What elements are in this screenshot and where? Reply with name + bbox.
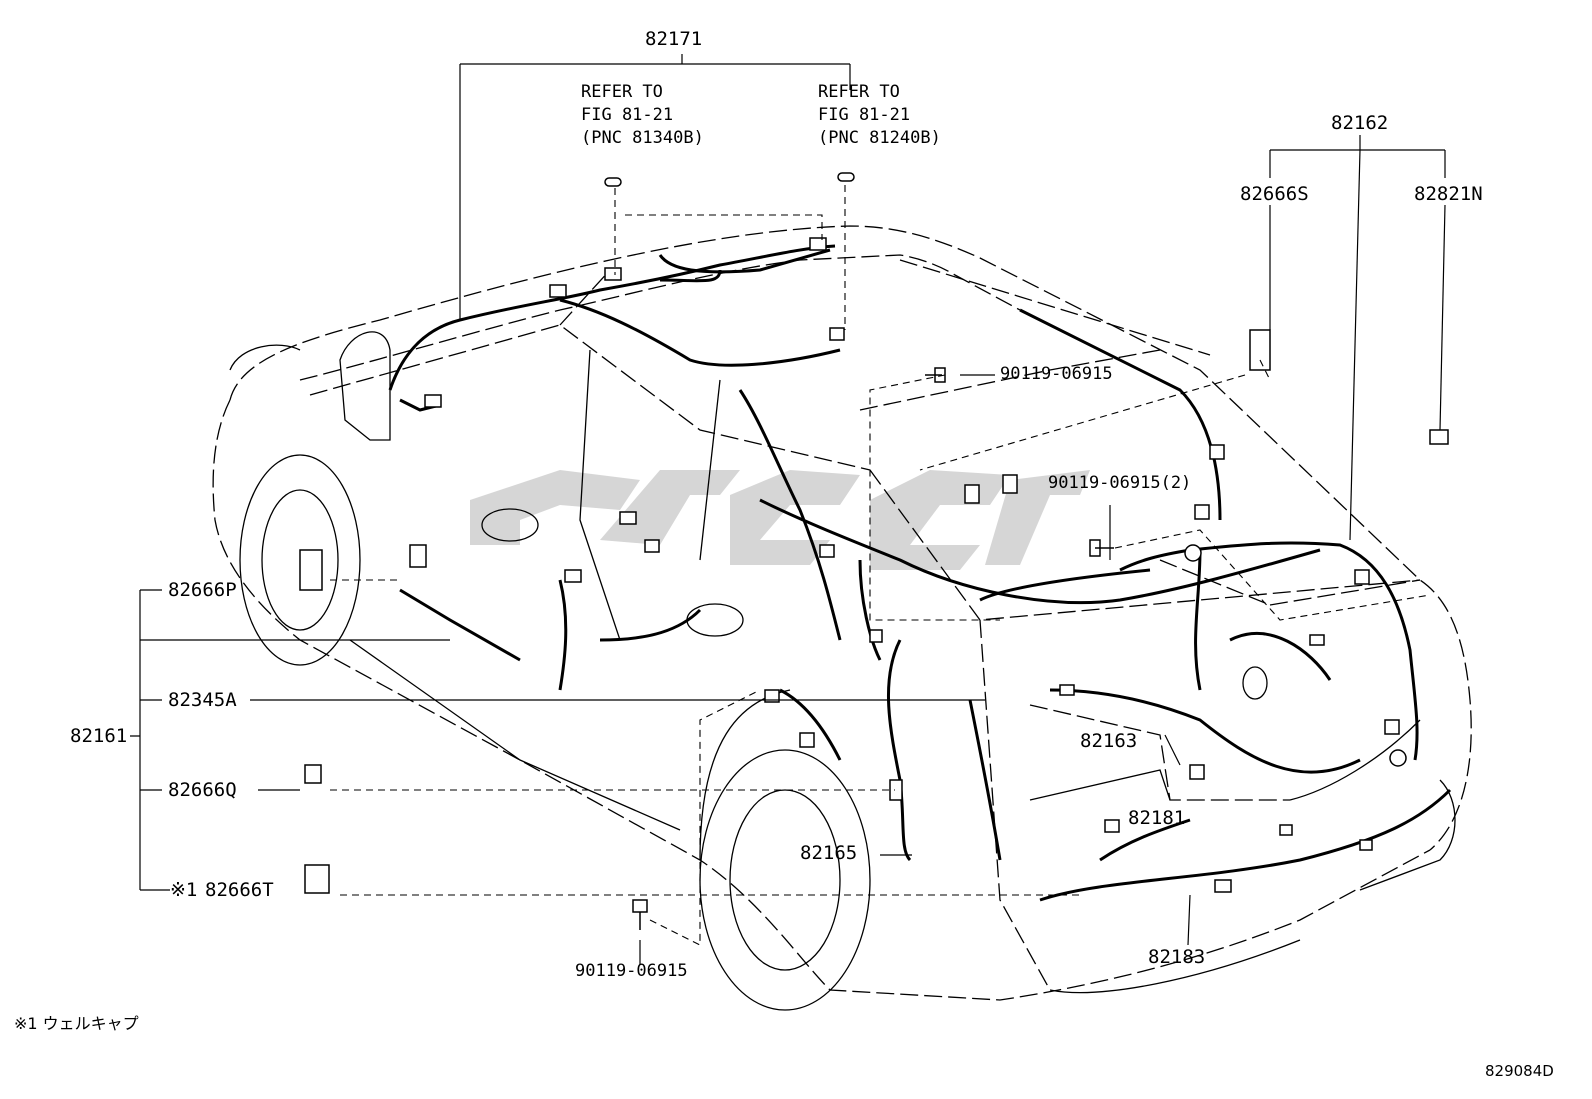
figure-code: 829084D (1485, 1062, 1554, 1080)
bolt-90119-06915-x2: 90119-06915(2) (1048, 473, 1192, 493)
part-82171: 82171 (645, 28, 703, 50)
bolt-90119-06915-top: 90119-06915 (1000, 364, 1113, 384)
part-82666T: 82666T (205, 879, 274, 901)
watermark-logo (470, 470, 1090, 570)
part-82666Q: 82666Q (168, 779, 237, 801)
part-82666S: 82666S (1240, 183, 1309, 205)
connectors (299, 172, 1449, 894)
part-82821N: 82821N (1414, 183, 1483, 205)
part-82162: 82162 (1331, 112, 1389, 134)
refer-left-line3: (PNC 81340B) (581, 128, 704, 148)
car-body (212, 225, 1472, 1001)
wiring-harness (388, 244, 1452, 902)
part-82666P: 82666P (168, 579, 237, 601)
part-82165: 82165 (800, 842, 858, 864)
refer-right-line2: FIG 81-21 (818, 105, 911, 125)
refer-left-line2: FIG 81-21 (581, 105, 674, 125)
part-82163: 82163 (1080, 730, 1138, 752)
refer-left-line1: REFER TO (581, 82, 663, 102)
bolt-90119-06915-bottom: 90119-06915 (575, 961, 688, 981)
part-82161: 82161 (70, 725, 128, 747)
part-82345A: 82345A (168, 689, 237, 711)
part-82181: 82181 (1128, 807, 1186, 829)
bolts (632, 367, 1114, 930)
dashed-leaders (330, 185, 1431, 946)
part-82183: 82183 (1148, 946, 1206, 968)
leader-lines (130, 54, 1446, 965)
refer-right-line3: (PNC 81240B) (818, 128, 941, 148)
footnote: ※1 ウェルキャプ (14, 1014, 139, 1033)
refer-right-line1: REFER TO (818, 82, 900, 102)
marker-note-1: ※1 (170, 879, 198, 901)
car-solid-lines (229, 331, 1456, 1011)
